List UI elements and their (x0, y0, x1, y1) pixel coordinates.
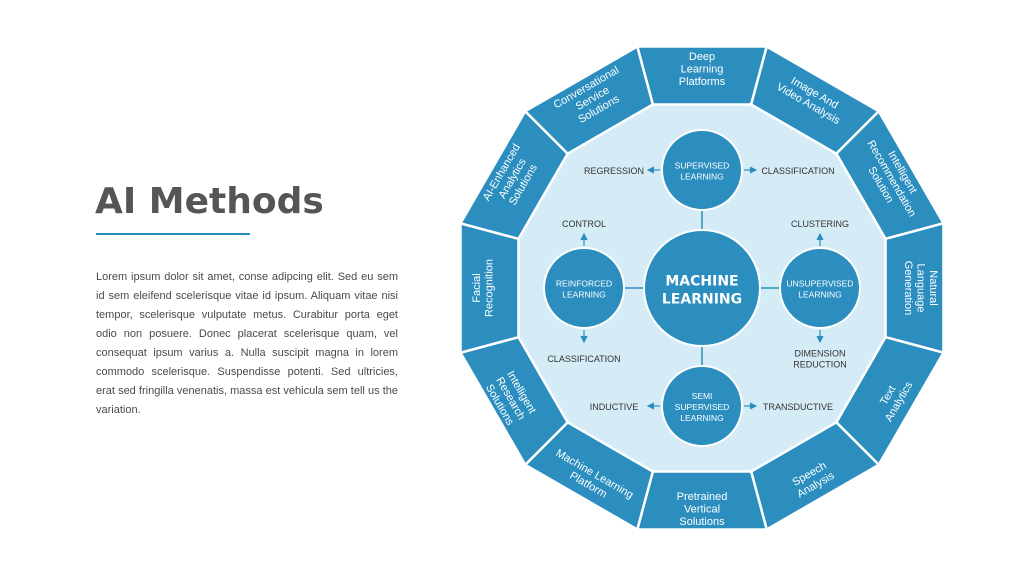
segment-label-line: Natural (927, 270, 939, 305)
branch-right-label-line: CLASSIFICATION (761, 166, 834, 176)
segment-label-line: Pretrained (677, 491, 728, 503)
center-node: MACHINE LEARNING (643, 229, 761, 347)
segment-label-line: Facial (471, 273, 483, 302)
branch-right-label: TRANSDUCTIVE (763, 402, 833, 412)
branch-top-label: CONTROL (562, 219, 606, 229)
branch-circle (779, 247, 861, 329)
branch-title-line: UNSUPERVISED (787, 278, 854, 288)
branch-title-line: SUPERVISED (675, 160, 730, 170)
branch-bottom-label-line: CLASSIFICATION (547, 354, 620, 364)
segment-shape (523, 44, 655, 156)
branch-top-label-line: CONTROL (562, 219, 606, 229)
branch-left-label-line: INDUCTIVE (590, 402, 639, 412)
segment-10: AI-EnhancedAnalyticsSolutions (458, 109, 570, 241)
segment-8: IntelligentResearchSolutions (458, 335, 570, 467)
branch-left-label-line: REGRESSION (584, 166, 644, 176)
branch-circle (661, 365, 743, 447)
center-label: MACHINE LEARNING (662, 273, 742, 307)
segment-7: Machine LearningPlatform (523, 420, 655, 532)
body-paragraph: Lorem ipsum dolor sit amet, conse adipci… (96, 271, 398, 416)
branch-bottom-label-line: DIMENSION (794, 348, 845, 358)
center-circle (643, 229, 761, 347)
branch-bottom-label: CLASSIFICATION (547, 354, 620, 364)
branch-title-line: REINFORCED (556, 278, 612, 288)
segment-label-line: Solutions (679, 516, 725, 528)
branch-left-label: INDUCTIVE (590, 402, 639, 412)
center-label-line: MACHINE (665, 273, 738, 289)
segment-label: IntelligentResearchSolutions (482, 369, 538, 428)
segment-label-line: Learning (681, 63, 724, 75)
segment-label-line: Recognition (484, 259, 496, 317)
branch-circle (661, 129, 743, 211)
branch-left-label: REGRESSION (584, 166, 644, 176)
center-label-line: LEARNING (662, 291, 742, 307)
branch-title-line: LEARNING (680, 171, 723, 181)
branch-bottom-label-line: REDUCTION (793, 359, 847, 369)
branch-title-line: SEMI (692, 391, 713, 401)
segment-label: FacialRecognition (471, 259, 496, 317)
branch-top-label: CLUSTERING (791, 219, 849, 229)
branch-right-label-line: TRANSDUCTIVE (763, 402, 833, 412)
slide-title: AI Methods (95, 181, 324, 222)
segment-label-line: Generation (902, 261, 914, 315)
branch-title-line: LEARNING (798, 289, 841, 299)
segment-label-line: Language (915, 264, 927, 313)
title-underline (96, 233, 250, 235)
branch-right-label: CLASSIFICATION (761, 166, 834, 176)
segment-9: FacialRecognition (459, 221, 520, 355)
segment-label-line: Platforms (679, 76, 726, 88)
segment-label-line: Vertical (684, 503, 720, 515)
branch-title-line: LEARNING (680, 413, 723, 423)
segment-label: NaturalLanguageGeneration (902, 261, 939, 315)
branch-circle (543, 247, 625, 329)
branch-title-line: LEARNING (562, 289, 605, 299)
segment-3: NaturalLanguageGeneration (884, 221, 945, 355)
segment-5: SpeechAnalysis (749, 420, 881, 532)
segment-label-line: Deep (689, 51, 715, 63)
branch-title-line: SUPERVISED (675, 402, 730, 412)
branch-top-label-line: CLUSTERING (791, 219, 849, 229)
